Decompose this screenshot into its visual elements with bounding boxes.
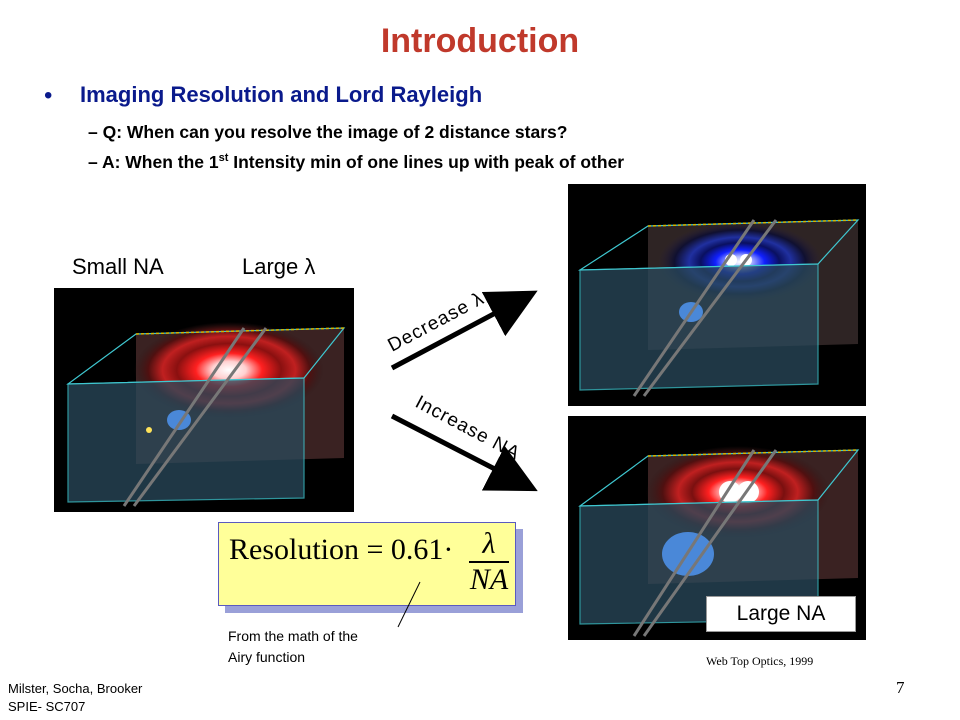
answer-text-start: – A: When the 1	[88, 152, 219, 172]
answer-text: – A: When the 1st Intensity min of one l…	[88, 152, 624, 173]
course-code: SPIE- SC707	[8, 699, 86, 714]
formula-fraction: λ NA	[467, 527, 511, 597]
page-number: 7	[896, 678, 905, 697]
increase-arrow-label: Increase NA	[412, 392, 524, 465]
decrease-arrow-label: Decrease λ	[384, 288, 488, 356]
slide-title: Introduction	[380, 22, 580, 60]
small-na-label: Small NA	[72, 254, 164, 279]
question-text: – Q: When can you resolve the image of 2…	[88, 122, 568, 142]
author-names: Milster, Socha, Brooker	[8, 681, 143, 696]
note-line-1: From the math of the	[228, 628, 358, 644]
formula-denominator: NA	[469, 563, 509, 596]
note-line-2: Airy function	[228, 649, 306, 665]
formula-numerator: λ	[482, 527, 496, 560]
author-footer: Milster, Socha, Brooker SPIE- SC707	[8, 680, 142, 716]
decrease-arrow-icon	[390, 290, 538, 371]
formula-note: From the math of the Airy function	[228, 626, 358, 668]
large-lambda-label: Large λ	[242, 254, 316, 279]
bullet-point-icon: •	[44, 82, 53, 109]
airy-pattern-short-wavelength-image	[568, 184, 866, 406]
answer-superscript: st	[218, 152, 229, 165]
image-credit: Web Top Optics, 1999	[706, 654, 814, 668]
optical-bench-illustration-bottom-right	[578, 446, 860, 637]
optical-bench-illustration-left	[66, 322, 346, 507]
optical-bench-illustration-top-right	[577, 219, 860, 397]
answer-text-end: Intensity min of one lines up with peak …	[228, 152, 625, 172]
fraction-bar	[469, 561, 509, 563]
airy-pattern-small-na-image	[54, 288, 354, 512]
bullet-heading: Imaging Resolution and Lord Rayleigh	[80, 82, 483, 107]
resolution-formula-box: Resolution = 0.61· λ NA	[218, 522, 516, 606]
large-na-label: Large NA	[706, 596, 856, 632]
formula-text: Resolution = 0.61·	[229, 533, 454, 566]
increase-arrow-icon	[390, 413, 538, 492]
